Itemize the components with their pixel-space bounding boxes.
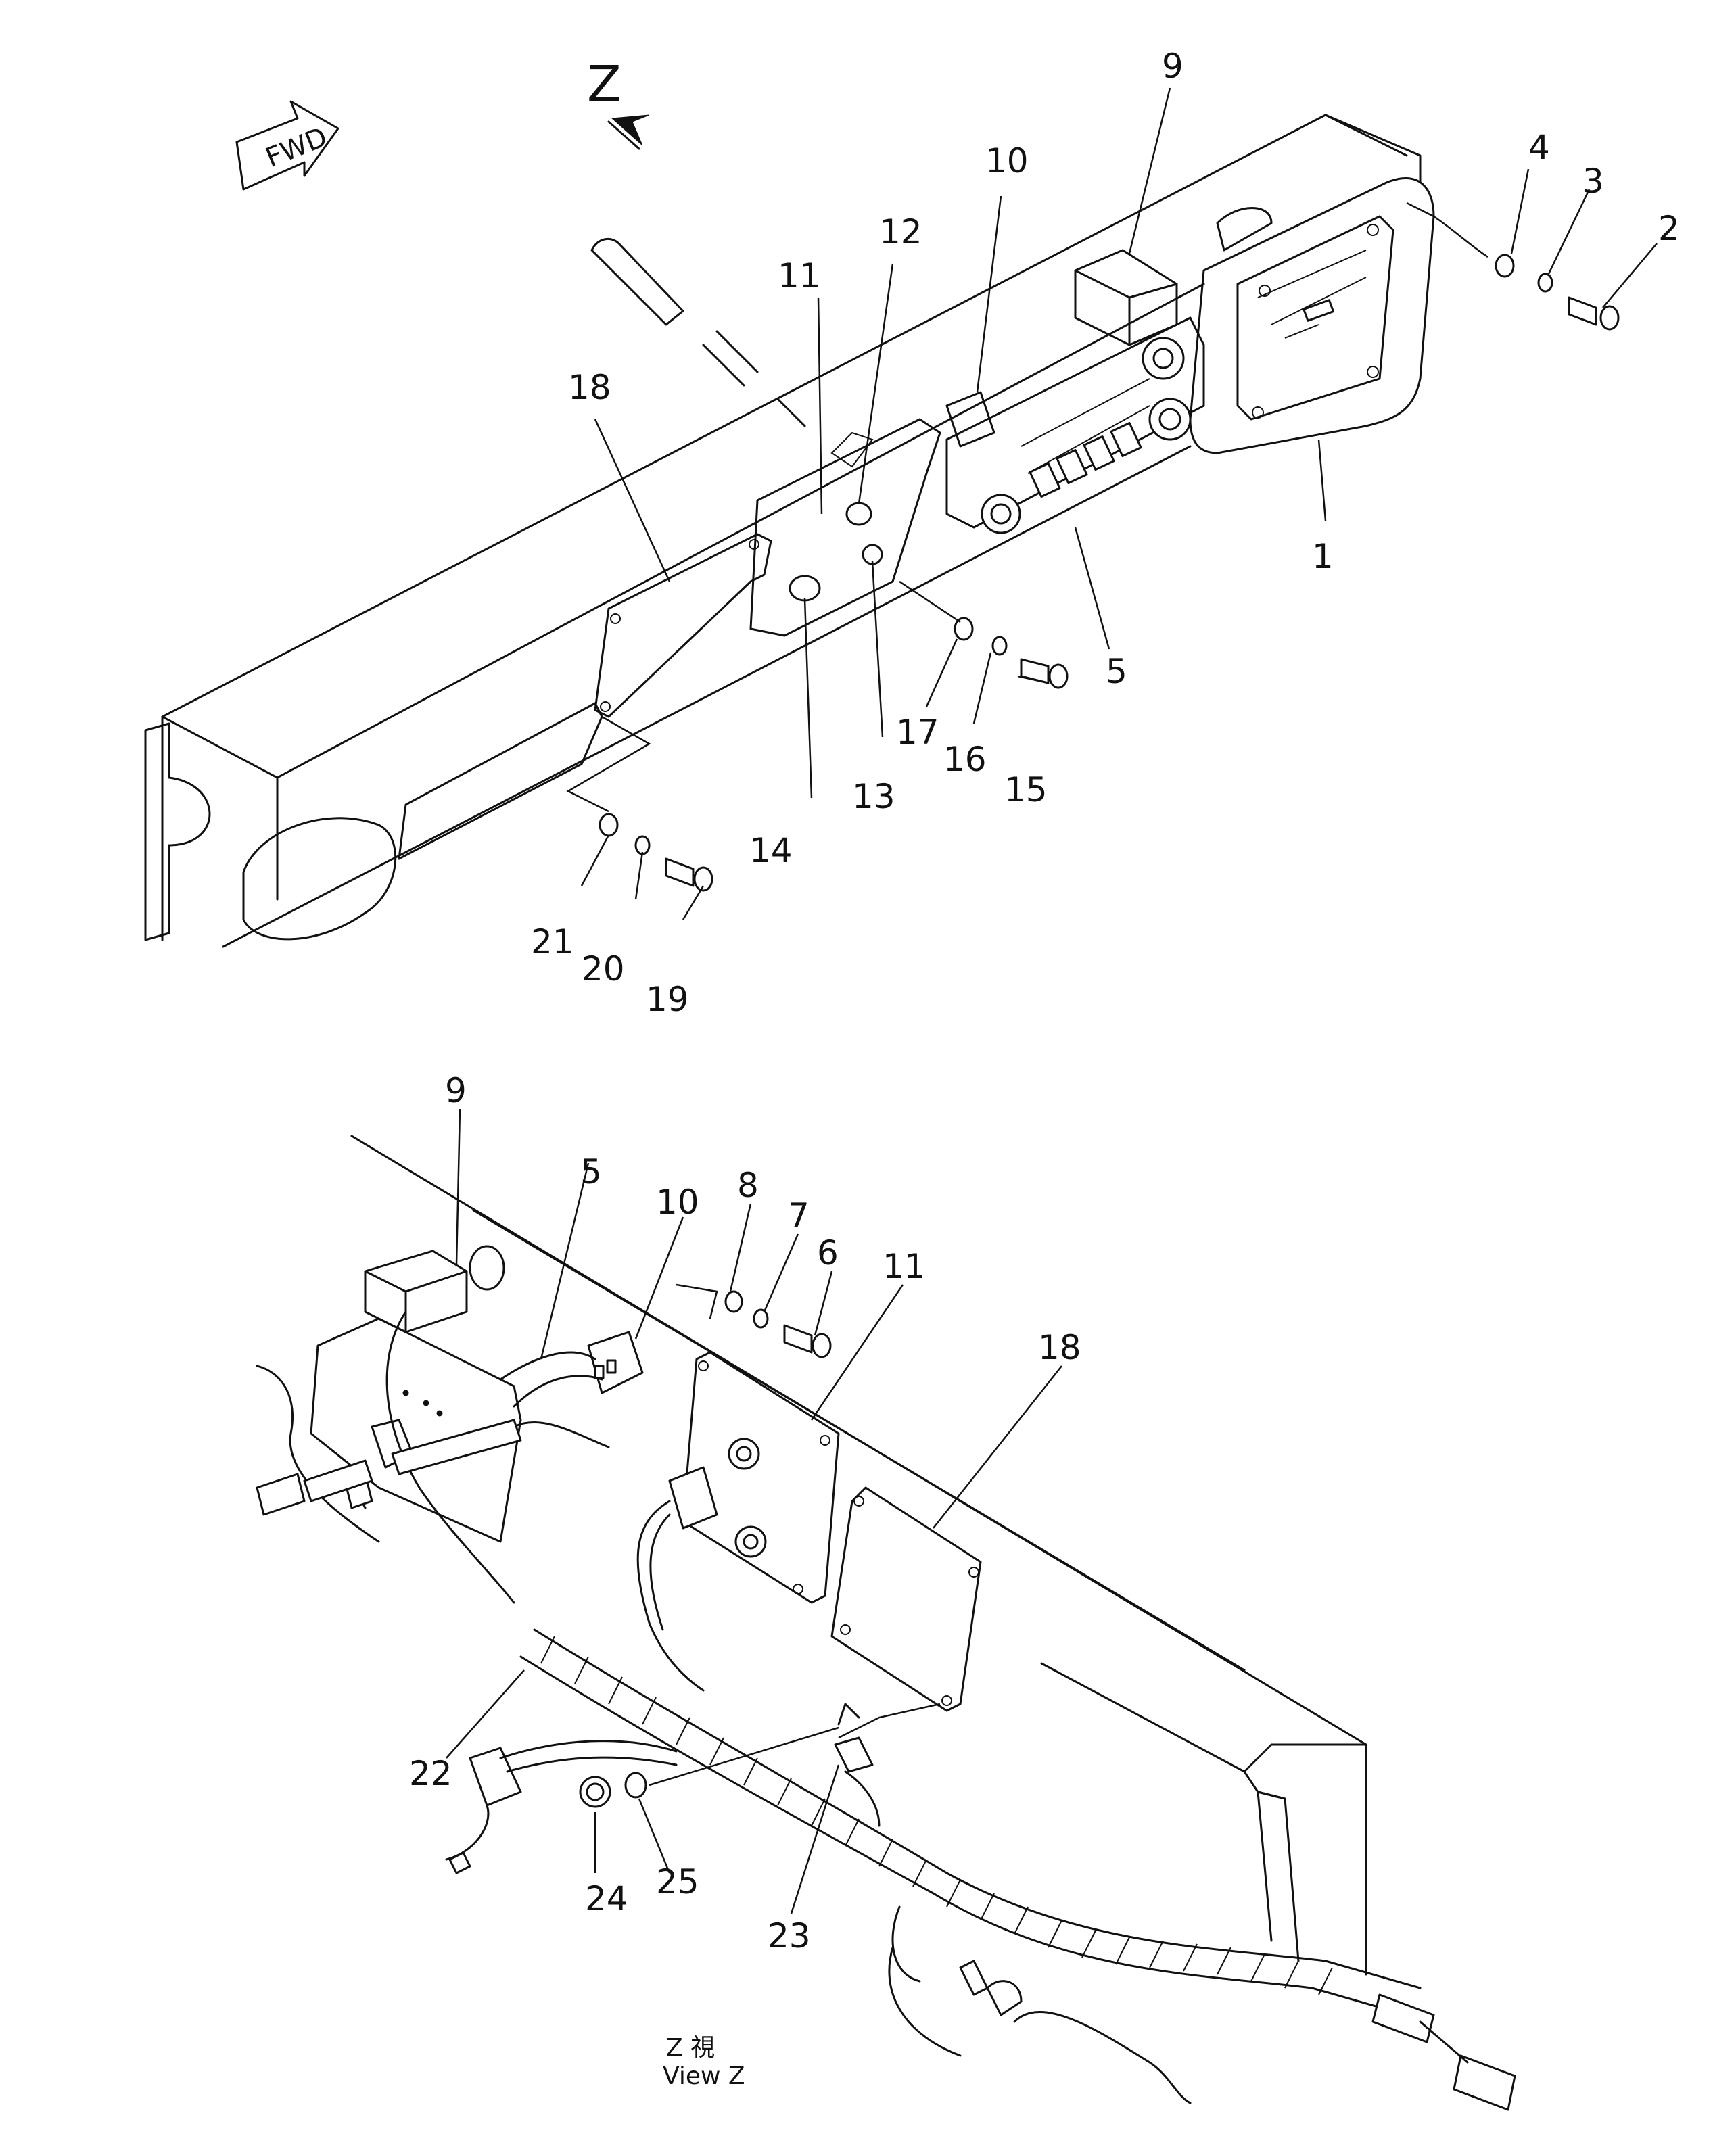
view-z-marker: Z xyxy=(587,55,650,150)
callout-5: 5 xyxy=(1106,652,1127,691)
callout-9: 9 xyxy=(1162,47,1183,86)
callout-20: 20 xyxy=(582,949,625,989)
switch-plate-11 xyxy=(749,418,941,637)
callout-17: 17 xyxy=(896,713,939,752)
fastener-set-6-8 xyxy=(676,1283,832,1358)
callout-21: 21 xyxy=(531,922,574,962)
fastener-set-2-4 xyxy=(1495,254,1620,331)
callout-b-6: 6 xyxy=(817,1233,839,1273)
rear-panel xyxy=(350,1135,1367,1976)
callout-3: 3 xyxy=(1582,162,1604,201)
top-leader-lines xyxy=(580,87,1658,920)
callout-10: 10 xyxy=(985,141,1029,181)
callout-14: 14 xyxy=(749,831,793,870)
fastener-set-15-17 xyxy=(899,580,1069,689)
callout-12: 12 xyxy=(879,212,922,252)
meter-1 xyxy=(1189,177,1488,454)
rear-cover-18 xyxy=(830,1486,982,1712)
callout-b-18: 18 xyxy=(1038,1328,1081,1367)
callout-16: 16 xyxy=(943,740,987,779)
callout-b-25: 25 xyxy=(656,1862,699,1901)
callout-b-5: 5 xyxy=(580,1152,602,1191)
clamp-23 xyxy=(649,1703,941,1786)
callout-4: 4 xyxy=(1528,128,1550,167)
fastener-set-19-21 xyxy=(599,813,713,892)
callout-13: 13 xyxy=(852,777,895,816)
wire-harness-22 xyxy=(256,1310,1516,2111)
caption-en: View Z xyxy=(663,2062,745,2090)
switch-unit-5 xyxy=(945,316,1205,534)
relay-9 xyxy=(1074,249,1178,346)
dashboard-panel xyxy=(144,114,1422,948)
callout-b-23: 23 xyxy=(768,1916,811,1956)
callout-15: 15 xyxy=(1004,770,1048,809)
callout-11: 11 xyxy=(778,256,821,295)
callout-1: 1 xyxy=(1312,537,1334,576)
callout-b-8: 8 xyxy=(737,1166,759,1205)
view-z-marker-label: Z xyxy=(587,55,621,114)
callout-b-9: 9 xyxy=(445,1071,467,1110)
view-z-assembly: 5 6 7 8 9 10 11 18 22 23 24 25 Z 視 View … xyxy=(256,1071,1516,2111)
bottom-leader-lines xyxy=(446,1108,1062,1914)
callout-18: 18 xyxy=(568,368,611,407)
top-callouts: 1 2 3 4 5 9 10 11 12 13 14 15 16 17 18 1… xyxy=(531,47,1680,1019)
bottom-callouts: 5 6 7 8 9 10 11 18 22 23 24 25 xyxy=(409,1071,1081,1956)
top-assembly: FWD Z xyxy=(144,47,1680,1019)
callout-b-7: 7 xyxy=(788,1196,810,1235)
nut-24 xyxy=(579,1776,611,1808)
rear-relay-9 xyxy=(310,1245,718,1543)
caption-jp: Z 視 xyxy=(666,2034,715,2062)
washer-25 xyxy=(624,1772,647,1799)
callout-2: 2 xyxy=(1658,209,1680,248)
callout-b-24: 24 xyxy=(585,1879,628,1918)
antenna-lead xyxy=(590,237,806,427)
fwd-arrow: FWD xyxy=(235,100,339,191)
callout-b-11: 11 xyxy=(883,1247,926,1286)
callout-b-10: 10 xyxy=(656,1183,699,1222)
callout-b-22: 22 xyxy=(409,1754,452,1793)
view-z-caption: Z 視 View Z xyxy=(663,2034,745,2090)
callout-19: 19 xyxy=(646,980,689,1019)
